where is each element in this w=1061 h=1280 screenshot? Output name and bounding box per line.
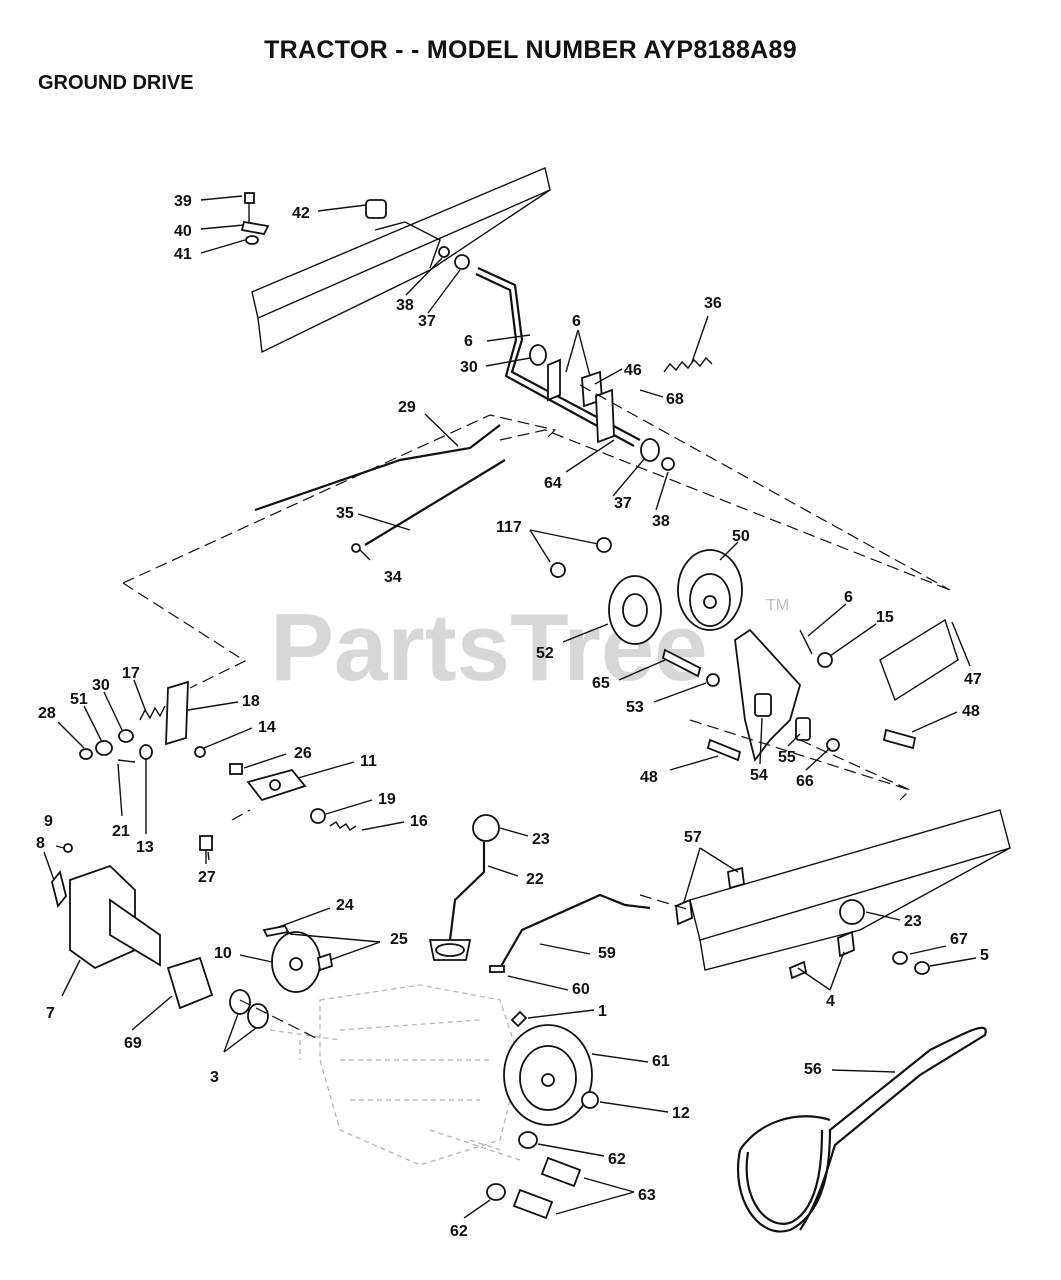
pedal-shaft xyxy=(438,246,675,471)
callout-labels: 39 40 41 42 38 37 6 30 6 46 36 68 29 64 … xyxy=(36,193,989,1240)
callout-12: 12 xyxy=(672,1105,690,1122)
callout-29: 29 xyxy=(398,399,416,416)
shift-rod xyxy=(489,893,651,973)
callout-51: 51 xyxy=(70,691,88,708)
brake-linkage xyxy=(79,680,357,864)
callout-37: 37 xyxy=(418,313,436,330)
drive-belt xyxy=(737,1026,987,1233)
idler-pulleys xyxy=(550,537,743,645)
callout-38: 38 xyxy=(396,297,414,314)
leader-lines xyxy=(43,195,977,1219)
spring xyxy=(663,356,713,373)
callout-24: 24 xyxy=(336,897,354,914)
control-rods xyxy=(254,424,506,553)
callout-39: 39 xyxy=(174,193,192,210)
callout-9: 9 xyxy=(44,813,53,830)
callout-38b: 38 xyxy=(652,513,670,530)
callout-18: 18 xyxy=(242,693,260,710)
callout-59: 59 xyxy=(598,945,616,962)
callout-55: 55 xyxy=(778,749,796,766)
callout-53: 53 xyxy=(626,699,644,716)
callout-26: 26 xyxy=(294,745,312,762)
axle-hub xyxy=(51,843,269,1029)
drive-pulley xyxy=(486,1010,599,1220)
callout-23: 23 xyxy=(532,831,550,848)
callout-22: 22 xyxy=(526,871,544,888)
callout-3: 3 xyxy=(210,1069,219,1086)
callout-34: 34 xyxy=(384,569,402,586)
callout-6c: 6 xyxy=(844,589,853,606)
callout-21: 21 xyxy=(112,823,130,840)
callout-10: 10 xyxy=(214,945,232,962)
belt-guide xyxy=(879,618,959,702)
callout-62: 62 xyxy=(608,1151,626,1168)
callout-7: 7 xyxy=(46,1005,55,1022)
callout-67: 67 xyxy=(950,931,968,948)
callout-69: 69 xyxy=(124,1035,142,1052)
callout-61: 61 xyxy=(652,1053,670,1070)
watermark-trademark: TM xyxy=(766,597,789,614)
lower-frame-rail xyxy=(675,809,1011,980)
callout-56: 56 xyxy=(804,1061,822,1078)
callout-6: 6 xyxy=(464,333,473,350)
callout-14: 14 xyxy=(258,719,276,736)
upper-frame-rail xyxy=(251,167,551,354)
callout-27: 27 xyxy=(198,869,216,886)
callout-4: 4 xyxy=(826,993,835,1010)
callout-30: 30 xyxy=(460,359,478,376)
callout-54: 54 xyxy=(750,767,768,784)
callout-42: 42 xyxy=(292,205,310,222)
brake-disk xyxy=(262,924,334,993)
callout-46: 46 xyxy=(624,362,642,379)
callout-40: 40 xyxy=(174,223,192,240)
callout-60: 60 xyxy=(572,981,590,998)
callout-19: 19 xyxy=(378,791,396,808)
callout-6b: 6 xyxy=(572,313,581,330)
top-bolt-stack xyxy=(240,192,387,245)
callout-16: 16 xyxy=(410,813,428,830)
callout-30b: 30 xyxy=(92,677,110,694)
callout-68: 68 xyxy=(666,391,684,408)
callout-63: 63 xyxy=(638,1187,656,1204)
callout-5: 5 xyxy=(980,947,989,964)
callout-66: 66 xyxy=(796,773,814,790)
callout-15: 15 xyxy=(876,609,894,626)
callout-1: 1 xyxy=(598,1003,607,1020)
page-title: TRACTOR - - MODEL NUMBER AYP8188A89 xyxy=(264,36,797,64)
section-title: GROUND DRIVE xyxy=(38,72,194,94)
callout-65: 65 xyxy=(592,675,610,692)
callout-117: 117 xyxy=(496,519,522,536)
callout-48: 48 xyxy=(962,703,980,720)
callout-8: 8 xyxy=(36,835,45,852)
callout-48b: 48 xyxy=(640,769,658,786)
callout-25: 25 xyxy=(390,931,408,948)
callout-23b: 23 xyxy=(904,913,922,930)
callout-50: 50 xyxy=(732,528,750,545)
callout-52: 52 xyxy=(536,645,554,662)
callout-41: 41 xyxy=(174,246,192,263)
gear-shift xyxy=(428,814,500,961)
reference-lines xyxy=(122,384,951,1041)
callout-17: 17 xyxy=(122,665,140,682)
idler-bracket xyxy=(661,628,917,763)
callout-36: 36 xyxy=(704,295,722,312)
callout-62b: 62 xyxy=(450,1223,468,1240)
callout-35: 35 xyxy=(336,505,354,522)
callout-57: 57 xyxy=(684,829,702,846)
callout-47: 47 xyxy=(964,671,982,688)
callout-13: 13 xyxy=(136,839,154,856)
callout-28: 28 xyxy=(38,705,56,722)
callout-11: 11 xyxy=(360,753,377,770)
transaxle-outline xyxy=(269,984,521,1166)
callout-64: 64 xyxy=(544,475,562,492)
callout-37b: 37 xyxy=(614,495,632,512)
